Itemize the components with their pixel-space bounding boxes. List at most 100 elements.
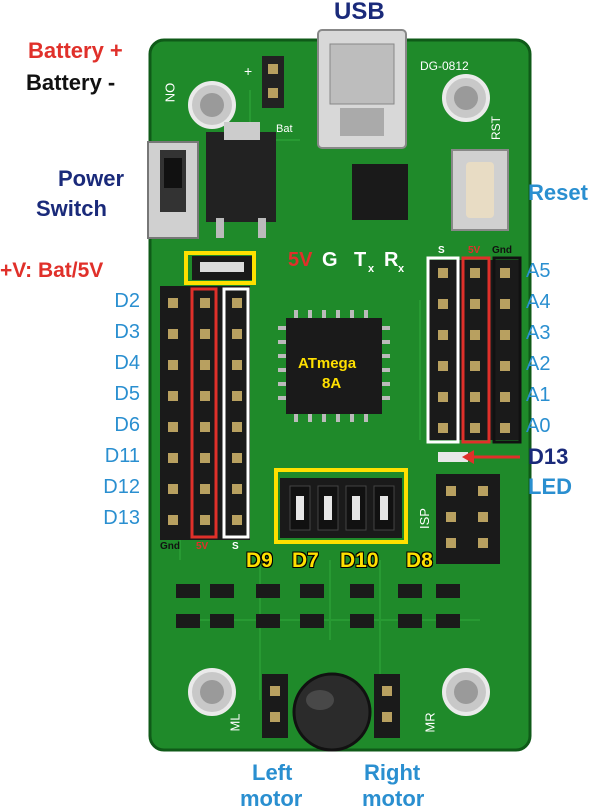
header-pin [500, 392, 510, 402]
header-pin [470, 299, 480, 309]
usb-title: USB [334, 0, 385, 25]
battery-header [262, 56, 284, 108]
header-pin [168, 298, 178, 308]
vbat-label: +V: Bat/5V [0, 259, 104, 282]
d13-led-label-line2: LED [528, 474, 572, 499]
d13-led-label-line1: D13 [528, 444, 569, 469]
right-motor-label-line2: motor [362, 786, 425, 811]
uart-g: G [322, 249, 338, 271]
right-pin-label-a2: A2 [526, 353, 551, 375]
header-pin [232, 360, 242, 370]
header-pin [168, 360, 178, 370]
left-header [160, 286, 250, 540]
header-pin [438, 392, 448, 402]
left-pin-label-d6: D6 [114, 414, 140, 436]
silk-on: ON [162, 82, 178, 103]
driver-components [176, 584, 460, 628]
silk-left-gnd: Gnd [160, 541, 180, 552]
reset-label: Reset [528, 180, 588, 205]
power-switch [147, 141, 199, 239]
right-pin-label-a0: A0 [526, 415, 551, 437]
header-pin [200, 329, 210, 339]
header-pin [168, 422, 178, 432]
header-pin [200, 515, 210, 525]
power-switch-label-line1: Power [58, 166, 125, 191]
header-pin [200, 453, 210, 463]
right-5v-highlight-box [461, 256, 491, 444]
header-pin [200, 422, 210, 432]
uart-r-sub: x [398, 263, 405, 275]
header-pin [200, 298, 210, 308]
header-pin [232, 422, 242, 432]
header-pin [200, 484, 210, 494]
uart-t-sub: x [368, 263, 375, 275]
mounting-holes [188, 74, 490, 716]
left-pin-label-d3: D3 [114, 321, 140, 343]
silk-isp: ISP [416, 508, 432, 529]
header-pin [438, 361, 448, 371]
silk-right-5v: 5V [468, 245, 481, 256]
header-pin [500, 299, 510, 309]
header-pin [438, 330, 448, 340]
usb-chip [352, 164, 408, 220]
silk-right-gnd: Gnd [492, 245, 512, 256]
left-pin-label-d4: D4 [114, 352, 140, 374]
capacitor [292, 672, 372, 752]
header-pin [500, 330, 510, 340]
silk-ml: ML [227, 713, 243, 732]
header-pin [470, 361, 480, 371]
uart-r: R [384, 249, 399, 271]
chip-label-line1: ATmega [298, 355, 357, 372]
vbat-highlight-box [184, 251, 256, 285]
header-pin [438, 423, 448, 433]
header-pin [500, 423, 510, 433]
header-pin [168, 484, 178, 494]
left-motor-header [262, 674, 288, 738]
right-header [428, 260, 520, 440]
header-pin [232, 329, 242, 339]
jumper-label-d7: D7 [292, 549, 319, 572]
battery-plus-label: Battery + [28, 38, 123, 63]
header-pin [500, 268, 510, 278]
reset-button [451, 149, 509, 231]
jumper-label-d9: D9 [246, 549, 273, 572]
right-gnd-highlight-box [492, 256, 522, 444]
silk-rst: RST [489, 116, 503, 140]
right-motor-header [374, 674, 400, 738]
right-pin-label-a5: A5 [526, 260, 551, 282]
header-pin [470, 268, 480, 278]
left-pin-label-d12: D12 [103, 476, 140, 498]
voltage-regulator [206, 122, 276, 238]
left-pin-label-d13: D13 [103, 507, 140, 529]
header-pin [438, 299, 448, 309]
header-pin [470, 392, 480, 402]
jumper-label-d8: D8 [406, 549, 433, 572]
right-s-highlight-box [426, 256, 460, 444]
vbat-jumper [192, 256, 252, 280]
header-pin [200, 360, 210, 370]
left-s-highlight-box [222, 287, 250, 539]
header-pin [470, 423, 480, 433]
silk-plus: + [244, 63, 253, 79]
silk-left-s: S [232, 541, 239, 552]
left-pin-label-d11: D11 [104, 445, 140, 467]
header-pin [438, 268, 448, 278]
left-5v-highlight-box [190, 287, 218, 539]
header-pin [168, 329, 178, 339]
right-pin-label-a4: A4 [526, 291, 551, 313]
right-pin-label-a3: A3 [526, 322, 551, 344]
usb-connector [317, 29, 407, 149]
left-motor-label-line1: Left [252, 760, 293, 785]
silk-left-5v: 5V [196, 541, 209, 552]
power-switch-label-line2: Switch [36, 196, 107, 221]
header-pin [168, 453, 178, 463]
chip-label-line2: 8A [322, 375, 342, 392]
d13-led-arrow [438, 450, 520, 464]
jumper-highlight-box [274, 468, 408, 544]
battery-minus-label: Battery - [26, 70, 116, 95]
header-pin [168, 515, 178, 525]
left-pin-label-d5: D5 [114, 383, 140, 405]
header-pin [232, 298, 242, 308]
header-pin [232, 484, 242, 494]
